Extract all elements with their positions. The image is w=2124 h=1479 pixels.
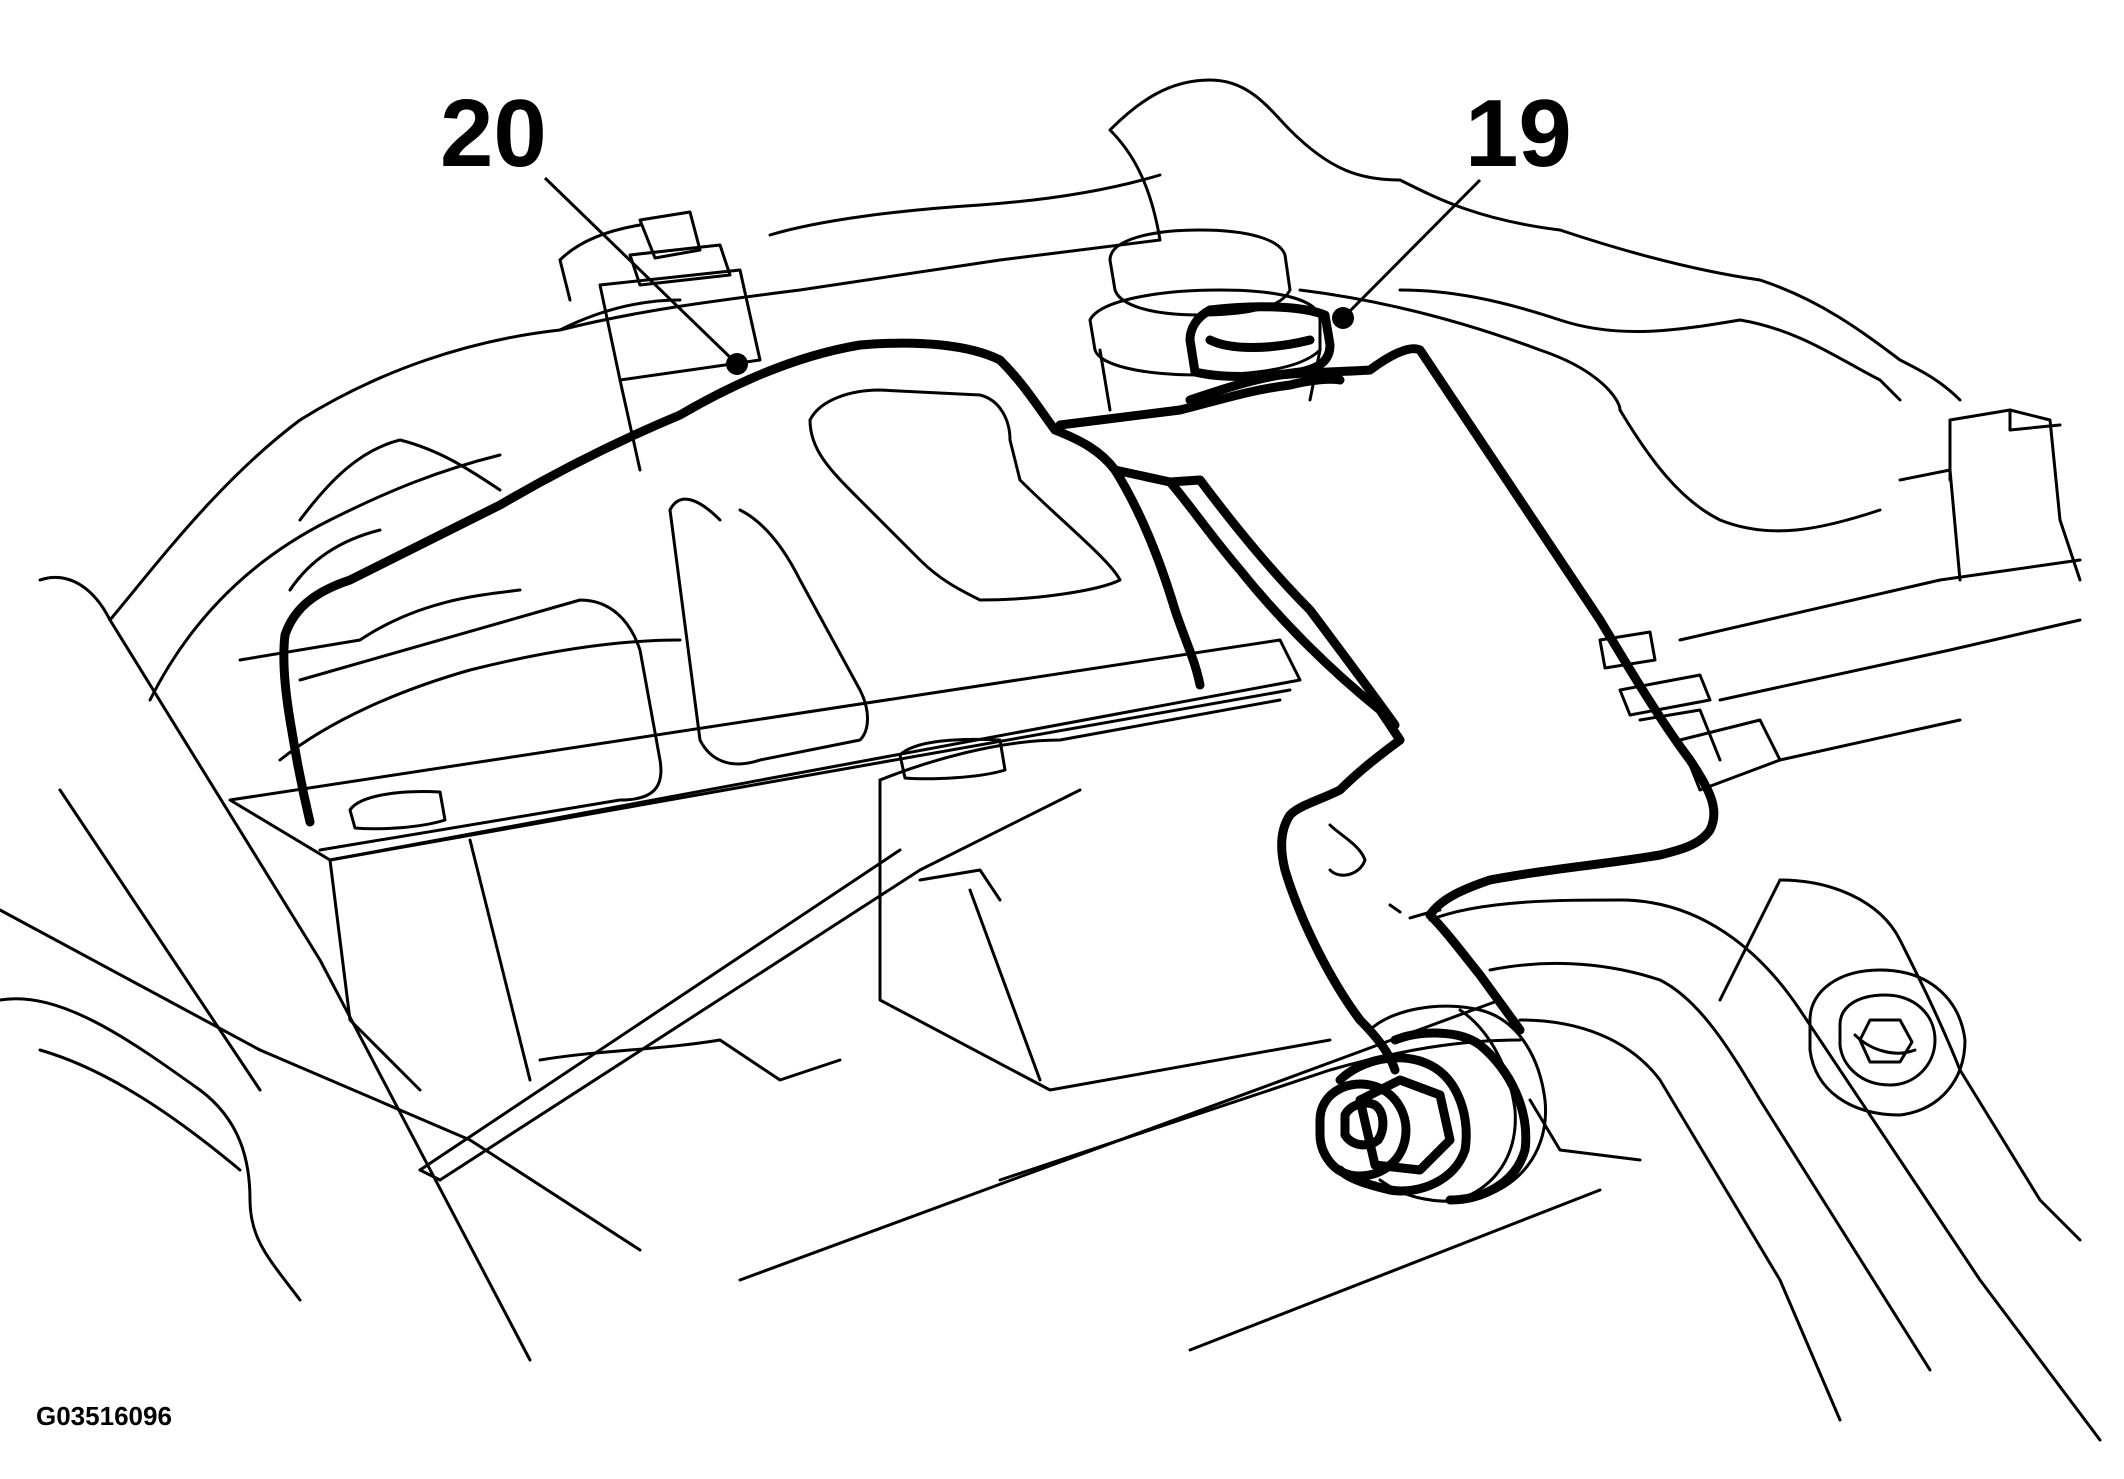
callout-20: 20 [440, 80, 547, 187]
housing-block [228, 298, 1602, 1352]
bolt-20 [558, 210, 762, 472]
leader-lines [543, 176, 1482, 375]
bracket-part-19 [1185, 302, 1719, 1205]
leader-line-20 [543, 176, 739, 366]
leader-line-19 [1341, 178, 1482, 320]
leader-dot-20 [726, 353, 748, 375]
control-arm [1428, 878, 2102, 1442]
leader-dot-19 [1332, 307, 1354, 329]
bolt-housing [348, 737, 1007, 831]
bracket-part-20 [279, 338, 1405, 827]
figure-id: G03516096 [36, 1401, 172, 1431]
callout-19: 19 [1465, 80, 1572, 187]
hidden-edge [1328, 823, 1442, 920]
